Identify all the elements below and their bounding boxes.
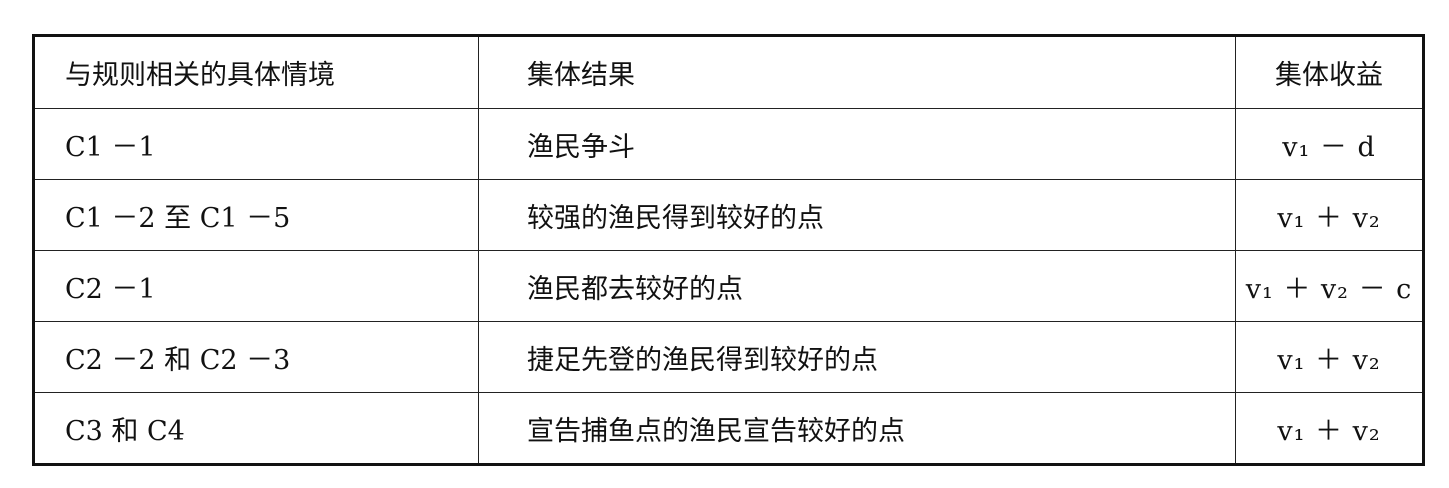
cell-result: 较强的渔民得到较好的点 — [478, 179, 1236, 251]
cell-situation: C3 和 C4 — [32, 392, 479, 466]
rules-payoff-table: 与规则相关的具体情境 集体结果 集体收益 C1 －1 渔民争斗 v₁ － d C… — [32, 34, 1425, 466]
cell-payoff: v₁ ＋ v₂ — [1235, 321, 1425, 393]
cell-result: 渔民都去较好的点 — [478, 250, 1236, 322]
table-row: C2 －2 和 C2 －3 捷足先登的渔民得到较好的点 v₁ ＋ v₂ — [32, 321, 1425, 393]
table-row: C1 －1 渔民争斗 v₁ － d — [32, 108, 1425, 180]
cell-situation: C1 －2 至 C1 －5 — [32, 179, 479, 251]
header-result: 集体结果 — [478, 34, 1236, 109]
cell-payoff: v₁ ＋ v₂ － c — [1235, 250, 1425, 322]
cell-payoff: v₁ ＋ v₂ — [1235, 179, 1425, 251]
cell-result: 渔民争斗 — [478, 108, 1236, 180]
table-row: C2 －1 渔民都去较好的点 v₁ ＋ v₂ － c — [32, 250, 1425, 322]
header-situation: 与规则相关的具体情境 — [32, 34, 479, 109]
table-header-row: 与规则相关的具体情境 集体结果 集体收益 — [32, 34, 1425, 109]
cell-result: 捷足先登的渔民得到较好的点 — [478, 321, 1236, 393]
cell-situation: C2 －2 和 C2 －3 — [32, 321, 479, 393]
cell-situation: C1 －1 — [32, 108, 479, 180]
table-row: C3 和 C4 宣告捕鱼点的渔民宣告较好的点 v₁ ＋ v₂ — [32, 392, 1425, 466]
table-row: C1 －2 至 C1 －5 较强的渔民得到较好的点 v₁ ＋ v₂ — [32, 179, 1425, 251]
cell-situation: C2 －1 — [32, 250, 479, 322]
cell-payoff: v₁ ＋ v₂ — [1235, 392, 1425, 466]
header-payoff: 集体收益 — [1235, 34, 1425, 109]
cell-result: 宣告捕鱼点的渔民宣告较好的点 — [478, 392, 1236, 466]
cell-payoff: v₁ － d — [1235, 108, 1425, 180]
